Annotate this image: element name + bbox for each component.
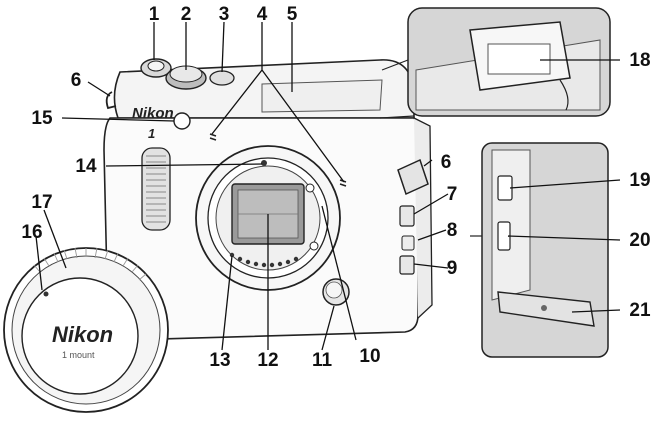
callout-19: 19 [629,170,650,191]
callout-5: 5 [287,4,298,25]
callout-3: 3 [219,4,230,25]
body-cap-brand-logo: Nikon [52,322,113,347]
callout-11: 11 [312,350,333,371]
microphone-left [209,133,217,141]
mounting-mark [261,160,267,166]
strap-eyelet-left [105,91,117,110]
body-cap [3,247,169,413]
body-cap-mount-label: 1 mount [62,350,95,360]
callout-4: 4 [257,4,268,25]
shutter-release-button [140,58,172,78]
callout-20: 20 [629,230,650,251]
callout-10: 10 [359,346,380,367]
callout-8: 8 [447,220,458,241]
hand-grip [141,147,171,231]
camera-model-label: 1 [148,126,155,141]
leader-lines [35,21,621,351]
callout-15: 15 [31,108,53,129]
strap-eyelet-right [397,158,429,196]
movie-record-button [209,70,235,86]
callout-1: 1 [149,4,160,25]
connector-inset [481,142,609,358]
lens-release-button [322,278,350,306]
callout-21: 21 [629,300,651,321]
flash-housing [261,79,383,113]
callout-6-right: 6 [441,152,452,173]
mode-dial [165,65,207,90]
callout-13: 13 [209,350,230,371]
callout-14: 14 [75,156,97,177]
callout-labels: 1 2 3 4 5 6 6 7 8 9 10 11 12 13 14 15 16… [21,4,651,371]
callout-6-left: 6 [71,70,82,91]
camera-brand-logo: Nikon [132,105,174,122]
callout-7: 7 [447,184,458,205]
callout-2: 2 [181,4,192,25]
callout-12: 12 [257,350,278,371]
lens-signal-contacts [229,252,299,268]
callout-17: 17 [31,192,52,213]
connector-cover [399,205,415,275]
af-assist-illuminator [173,112,191,130]
usb-connector [497,175,513,201]
callout-16: 16 [21,222,42,243]
callout-9: 9 [447,258,458,279]
flash-inset [407,7,611,117]
callout-18: 18 [629,50,650,71]
